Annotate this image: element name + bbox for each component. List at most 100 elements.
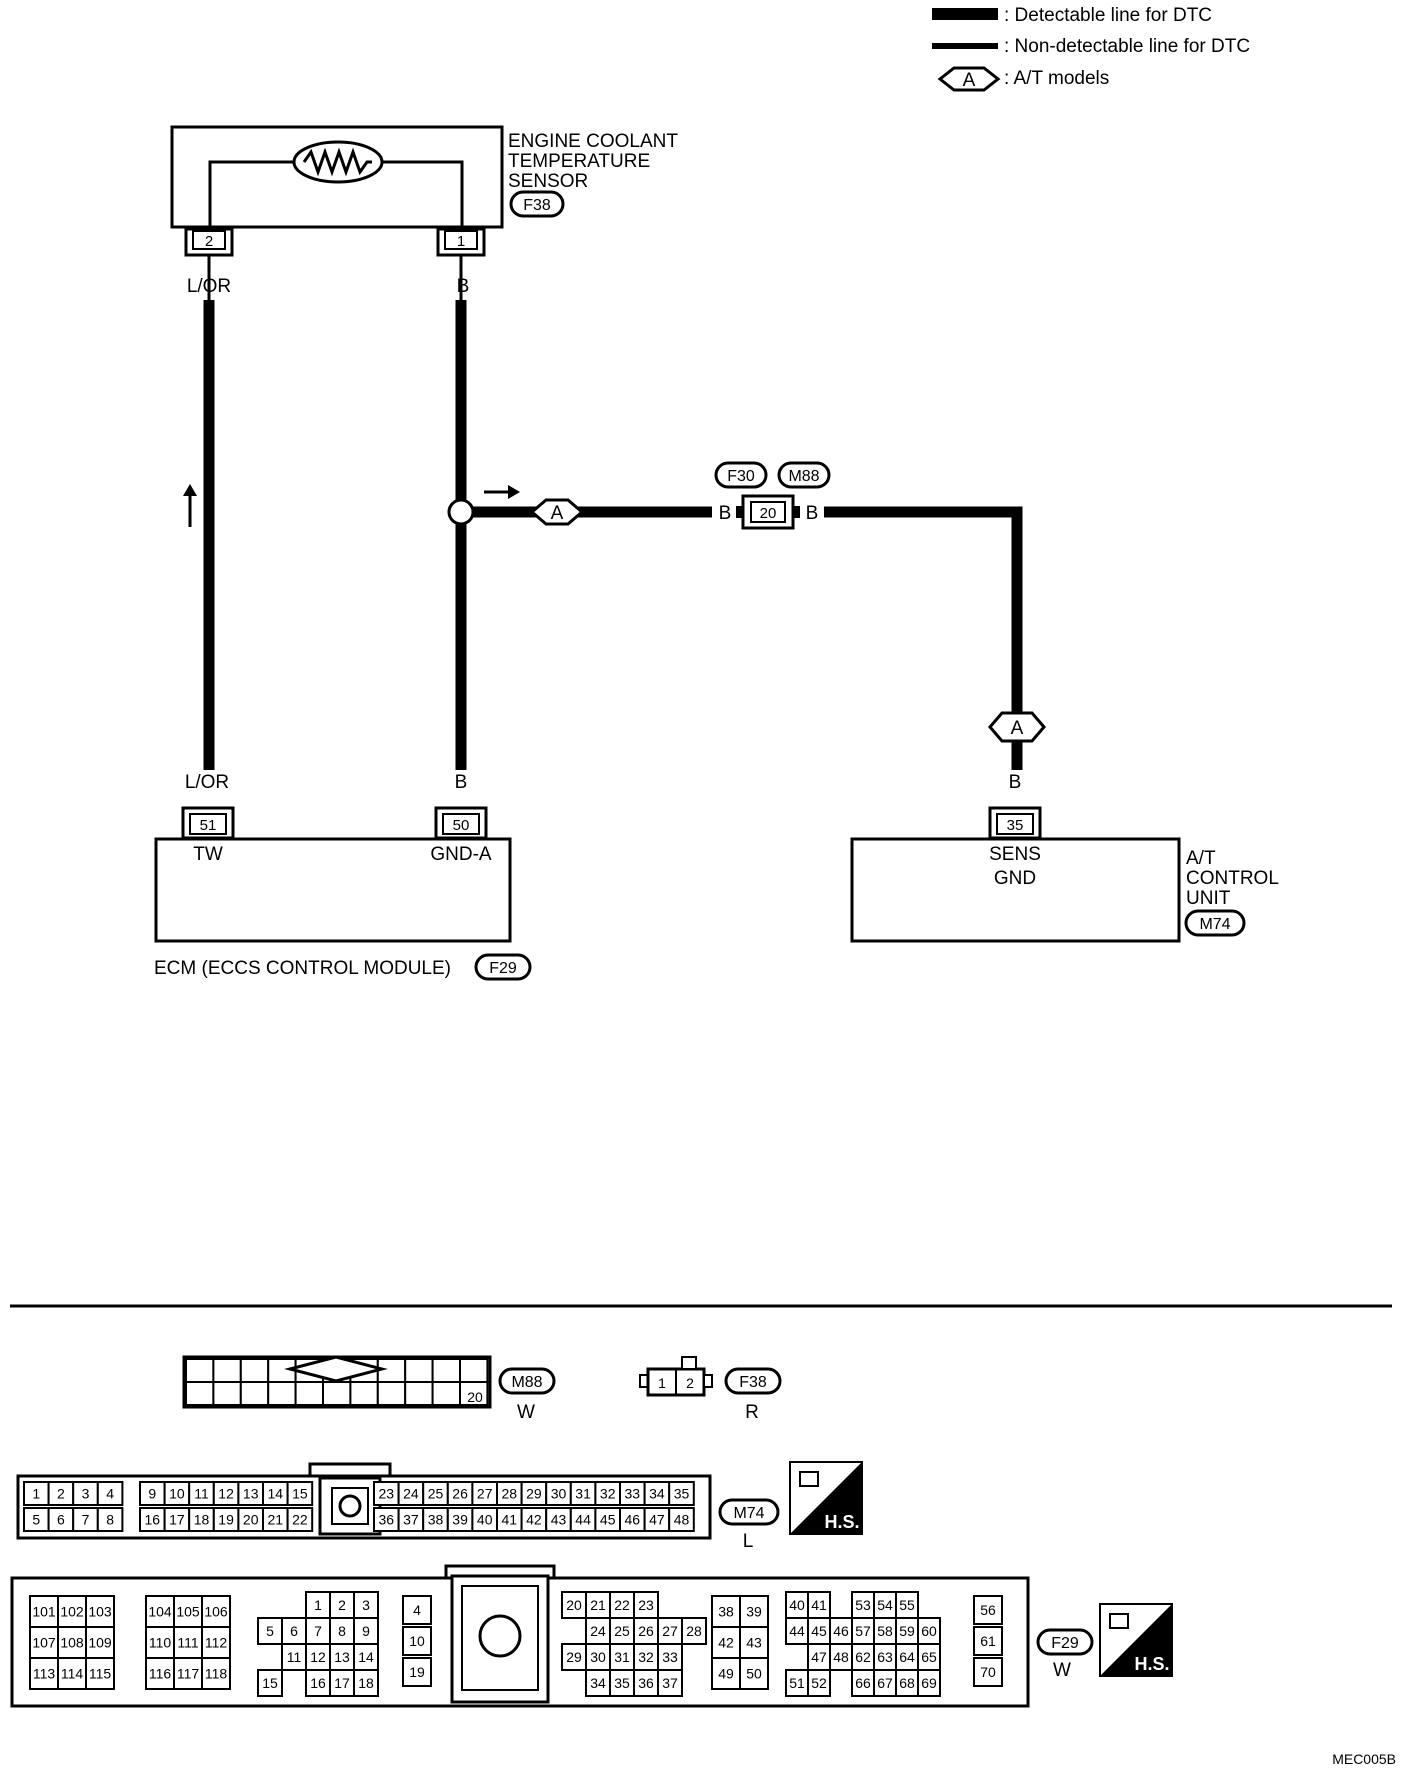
tcu-name-line-3: UNIT <box>1186 888 1231 909</box>
f29-cavity-cell <box>609 1617 635 1645</box>
legend-thick-line <box>932 8 998 20</box>
resistor-zigzag-icon <box>302 147 372 177</box>
f29-cavity-cell <box>402 1626 432 1656</box>
f29-cavity-cell <box>402 1595 432 1625</box>
badge-outline <box>714 461 768 489</box>
m88-connector-id: M88 <box>511 1374 542 1391</box>
f29-cavity-cell <box>681 1617 707 1645</box>
f29-cavity-cell <box>201 1595 231 1628</box>
f29-cavity-cell <box>305 1617 331 1645</box>
m74-lock-hole <box>338 1494 362 1518</box>
sensor-connector-id: F38 <box>523 197 551 214</box>
tcu-pin-35: 35 <box>1007 817 1024 834</box>
m74-cavity-pin-label: 2 <box>57 1486 65 1502</box>
f29-cavity-pin-label: 68 <box>899 1675 915 1691</box>
m74-cavity-pin-label: 38 <box>428 1512 444 1528</box>
f29-cavity-cell <box>657 1669 683 1697</box>
lor-label-bottom: L/OR <box>185 772 229 793</box>
m88-cavity-cell <box>239 1358 270 1383</box>
harness-connector-icon <box>1109 1613 1129 1629</box>
m74-cavity-pin-label: 12 <box>218 1486 234 1502</box>
ecm-pin-51: 51 <box>200 817 217 834</box>
m74-cavity-cell <box>286 1481 314 1506</box>
tcu-terminal-line-1: SENS <box>989 844 1041 865</box>
m74-cavity-cell <box>668 1481 695 1506</box>
f29-cavity-pin-label: 50 <box>746 1666 762 1682</box>
badge-outline <box>474 953 532 981</box>
f29-cavity-pin-label: 69 <box>921 1675 937 1691</box>
harness-connector-icon <box>799 1471 819 1487</box>
m88-cavity-cell <box>404 1358 434 1383</box>
legend-option-hexagon <box>937 66 1001 92</box>
sensor-connector-badge: F38 <box>509 190 565 218</box>
m88-cavity-cell <box>185 1381 215 1406</box>
m88-cavity-cell <box>239 1381 270 1406</box>
f38-right-latch <box>703 1374 713 1388</box>
option-a-hexagon-2 <box>988 711 1046 743</box>
f38-pin-2: 2 <box>686 1375 694 1391</box>
f29-cavity-pin-label: 107 <box>32 1635 56 1651</box>
f29-cavity-pin-label: 12 <box>310 1649 326 1665</box>
m74-cavity-pin-label: 15 <box>292 1486 308 1502</box>
m74-cavity-pin-label: 34 <box>649 1486 665 1502</box>
f29-cavity-pin-label: 39 <box>746 1604 762 1620</box>
joint-connector-id-f30: F30 <box>727 468 755 485</box>
sensor-pin-1: 1 <box>457 233 465 250</box>
m74-connector-id: M74 <box>733 1505 764 1522</box>
ecm-pin-50: 50 <box>453 817 470 834</box>
joint-connector-badge-f30: F30 <box>714 461 768 489</box>
m74-cavity-pin-label: 41 <box>502 1512 518 1528</box>
m88-cavity-cell <box>431 1381 462 1406</box>
ecm-label: ECM (ECCS CONTROL MODULE) <box>154 958 451 979</box>
f29-cavity-pin-label: 110 <box>149 1635 172 1651</box>
f29-cavity-pin-label: 11 <box>287 1649 302 1665</box>
f29-cavity-pin-label: 4 <box>413 1602 421 1618</box>
f29-cavity-pin-label: 42 <box>718 1635 734 1651</box>
f29-cavity-pin-label: 8 <box>338 1623 346 1639</box>
m88-cavity-cell <box>212 1381 242 1406</box>
m74-cavity-cell <box>286 1507 314 1532</box>
m74-cavity-pin-label: 18 <box>194 1512 210 1528</box>
f29-cavity-pin-label: 102 <box>60 1604 84 1620</box>
lor-label-top: L/OR <box>187 276 231 297</box>
m88-cavity-cell <box>431 1358 462 1383</box>
f29-cavity-cell <box>173 1626 203 1659</box>
badge-outline <box>718 1498 780 1526</box>
ect-sensor: ENGINE COOLANT TEMPERATURE SENSOR F38 2 … <box>170 125 678 257</box>
f38-connector-badge: F38 <box>724 1367 782 1395</box>
sensor-pin-1-box <box>444 230 478 250</box>
f29-cavity-cell <box>201 1626 231 1659</box>
m74-cavity-pin-label: 40 <box>477 1512 493 1528</box>
f29-cavity-cell <box>57 1595 87 1628</box>
tcu-pin-35-box <box>996 813 1034 835</box>
f29-cavity-pin-label: 66 <box>855 1675 871 1691</box>
f29-cavity-cell <box>257 1617 283 1645</box>
ecm-pin-51-box <box>189 813 227 835</box>
f29-cavity-pin-label: 117 <box>177 1666 200 1682</box>
f29-cavity-pin-label: 49 <box>718 1666 734 1682</box>
f29-cavity-pin-label: 13 <box>334 1649 350 1665</box>
option-a-letter-2: A <box>1011 718 1024 739</box>
splice-point <box>447 498 475 526</box>
m74-cavity-pin-label: 39 <box>452 1512 468 1528</box>
f29-cavity-pin-label: 36 <box>638 1675 654 1691</box>
m74-cavity-pin-label: 8 <box>106 1512 114 1528</box>
f29-cavity-pin-label: 6 <box>290 1623 298 1639</box>
m88-cavity-cell <box>322 1381 352 1406</box>
f29-cavity-pin-label: 56 <box>980 1602 996 1618</box>
b-label-top: B <box>457 276 470 297</box>
m88-key-diamond <box>284 1355 388 1383</box>
f29-cavity-cell <box>739 1626 769 1659</box>
m88-cavity-cell <box>212 1358 242 1383</box>
f29-cavity-cell <box>145 1657 175 1690</box>
f29-cavity-pin-label: 55 <box>899 1597 915 1613</box>
m74-cavity-cell <box>96 1481 124 1506</box>
m74-cavity-pin-label: 31 <box>575 1486 591 1502</box>
f29-cavity-pin-label: 53 <box>855 1597 871 1613</box>
m74-cavity-pin-label: 29 <box>526 1486 542 1502</box>
f29-cavity-pin-label: 14 <box>358 1649 374 1665</box>
m74-cavity-pin-label: 10 <box>169 1486 185 1502</box>
badge-outline <box>509 190 565 218</box>
